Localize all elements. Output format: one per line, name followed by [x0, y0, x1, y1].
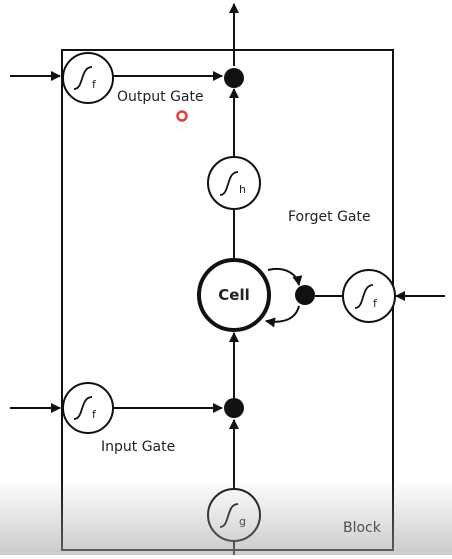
output-gate-unit: f: [62, 52, 114, 104]
cell-output-unit: h: [207, 156, 261, 210]
input-gate-unit: f: [62, 382, 114, 434]
input-gate-label: Input Gate: [101, 439, 175, 455]
block-label: Block: [343, 520, 382, 536]
input-multiplier-dot: [224, 398, 244, 418]
output-multiplier-dot: [224, 68, 244, 88]
sigmoid-icon: [354, 284, 374, 309]
cell-input-unit: g: [207, 488, 261, 542]
forget-gate-label: Forget Gate: [288, 209, 371, 225]
sigmoid-icon: [73, 66, 93, 90]
input-gate-func: f: [92, 408, 97, 421]
cursor-indicator: [176, 110, 188, 122]
forget-gate-func: f: [373, 297, 378, 310]
forget-multiplier-dot: [295, 285, 315, 305]
forget-to-cell-loop: [265, 305, 300, 328]
cell-label: Cell: [218, 286, 249, 304]
cell-to-forget-loop: [267, 268, 303, 286]
output-gate-func: f: [92, 78, 97, 91]
sigmoid-icon: [73, 396, 93, 420]
cell-output-func: h: [239, 183, 246, 196]
output-gate-label: Output Gate: [117, 89, 204, 105]
forget-gate-unit: f: [342, 269, 396, 323]
cell-node: Cell: [197, 258, 271, 332]
sigmoid-icon: [219, 171, 239, 196]
cell-input-func: g: [239, 515, 246, 528]
